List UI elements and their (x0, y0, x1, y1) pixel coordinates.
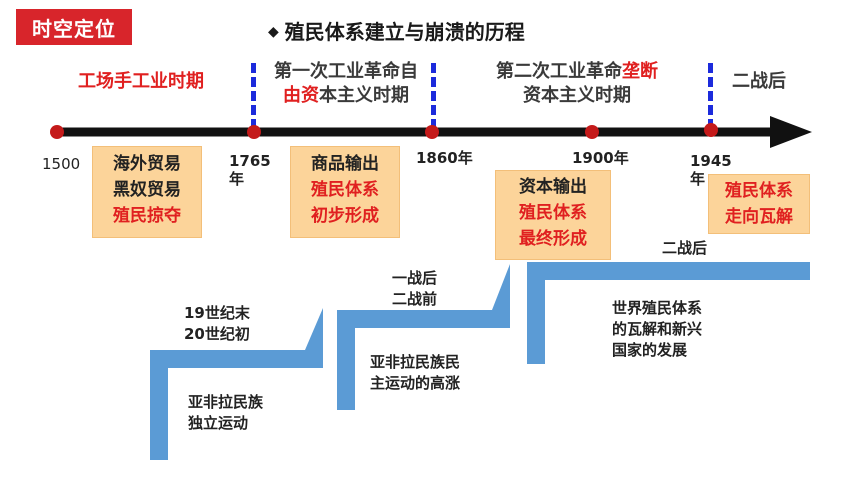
stair-3-riser (527, 262, 545, 364)
stair-2-tip (492, 264, 510, 328)
event-box-1-line3: 殖民掠夺 (113, 206, 181, 226)
period-label-2-rest: 本主义时期 (319, 85, 409, 106)
period-label-3: 第二次工业革命垄断 资本主义时期 (472, 60, 682, 108)
event-box-4: 殖民体系 走向瓦解 (708, 174, 810, 234)
stair-2-period-line2: 二战前 (392, 290, 438, 308)
year-1765: 1765 年 (229, 152, 271, 188)
period-label-4: 二战后 (732, 71, 786, 92)
stair-2-desc: 亚非拉民族民 主运动的高涨 (370, 352, 460, 394)
stair-2-period-line1: 一战后 (392, 269, 438, 287)
timeline-arrow (52, 116, 812, 148)
divider-1765 (251, 63, 256, 129)
event-box-4-line2: 走向瓦解 (725, 207, 793, 227)
period-label-2-line1: 第一次工业革命自 (274, 61, 418, 82)
event-box-3-line3: 最终形成 (519, 229, 587, 249)
event-box-2-line1: 商品输出 (311, 154, 379, 174)
diamond-bullet-icon: ◆ (268, 24, 279, 40)
stair-2-desc-line2: 主运动的高涨 (370, 374, 461, 392)
event-box-1: 海外贸易 黑奴贸易 殖民掠夺 (92, 146, 202, 238)
stair-2-tread (337, 310, 492, 328)
year-1860: 1860年 (416, 149, 473, 167)
stair-2-desc-line1: 亚非拉民族民 (370, 353, 461, 371)
year-1765-unit: 年 (229, 170, 245, 188)
event-box-3-line2: 殖民体系 (519, 203, 587, 223)
event-box-2: 商品输出 殖民体系 初步形成 (290, 146, 400, 238)
year-1945-num: 1945 (690, 152, 732, 170)
period-label-3-main: 第二次工业革命 (496, 61, 622, 82)
timeline-dot-1945 (704, 123, 718, 137)
timeline-arrowhead-icon (770, 116, 812, 148)
stair-1-tread (150, 350, 305, 368)
timeline-dot-1500 (50, 125, 64, 139)
stair-3-desc-line1: 世界殖民体系 (612, 299, 703, 317)
period-label-3-line1: 第二次工业革命垄断 (472, 60, 682, 84)
event-box-1-line2: 黑奴贸易 (113, 180, 181, 200)
period-label-3-red: 垄断 (622, 61, 658, 82)
stair-3-desc-line2: 的瓦解和新兴 (612, 320, 703, 338)
page-title: ◆ 殖民体系建立与崩溃的历程 (268, 16, 525, 45)
stair-1-period: 19世纪末 20世纪初 (184, 303, 250, 345)
stair-1-period-line1: 19世纪末 (184, 304, 250, 322)
year-1500: 1500 (42, 155, 81, 173)
period-label-2: 第一次工业革命自 由资本主义时期 (256, 60, 436, 108)
page-title-text: 殖民体系建立与崩溃的历程 (284, 20, 525, 44)
stair-1-desc-line1: 亚非拉民族 (188, 393, 264, 411)
year-1945: 1945 年 (690, 152, 732, 188)
divider-1860 (431, 63, 436, 129)
period-label-2-line2: 由资本主义时期 (256, 84, 436, 108)
period-label-2-red: 由资 (283, 85, 319, 106)
event-box-2-line2: 殖民体系 (311, 180, 379, 200)
divider-1945 (708, 63, 713, 129)
period-label-3-line2: 资本主义时期 (523, 85, 631, 106)
period-label-1: 工场手工业时期 (78, 71, 204, 92)
stair-3-desc-line3: 国家的发展 (612, 341, 688, 359)
stair-3-period: 二战后 (662, 239, 708, 257)
section-badge: 时空定位 (16, 9, 132, 45)
year-1900: 1900年 (572, 149, 629, 167)
event-box-3-line1: 资本输出 (519, 177, 587, 197)
timeline-dot-1765 (247, 125, 261, 139)
event-box-2-line3: 初步形成 (311, 206, 379, 226)
event-box-1-line1: 海外贸易 (113, 154, 181, 174)
stair-1-period-line2: 20世纪初 (184, 325, 250, 343)
stair-1-riser (150, 350, 168, 460)
year-1765-num: 1765 (229, 152, 271, 170)
stair-1-desc-line2: 独立运动 (188, 414, 249, 432)
stair-2-period: 一战后 二战前 (392, 268, 437, 310)
year-1945-unit: 年 (690, 170, 706, 188)
stair-1-tip (305, 308, 323, 368)
timeline-dot-1860 (425, 125, 439, 139)
stair-3-desc: 世界殖民体系 的瓦解和新兴 国家的发展 (612, 298, 702, 361)
event-box-3: 资本输出 殖民体系 最终形成 (495, 170, 611, 260)
stair-2-riser (337, 310, 355, 410)
timeline-dot-1900 (585, 125, 599, 139)
stair-3-tread (527, 262, 810, 280)
event-box-4-line1: 殖民体系 (725, 181, 793, 201)
stair-1-desc: 亚非拉民族 独立运动 (188, 392, 263, 434)
